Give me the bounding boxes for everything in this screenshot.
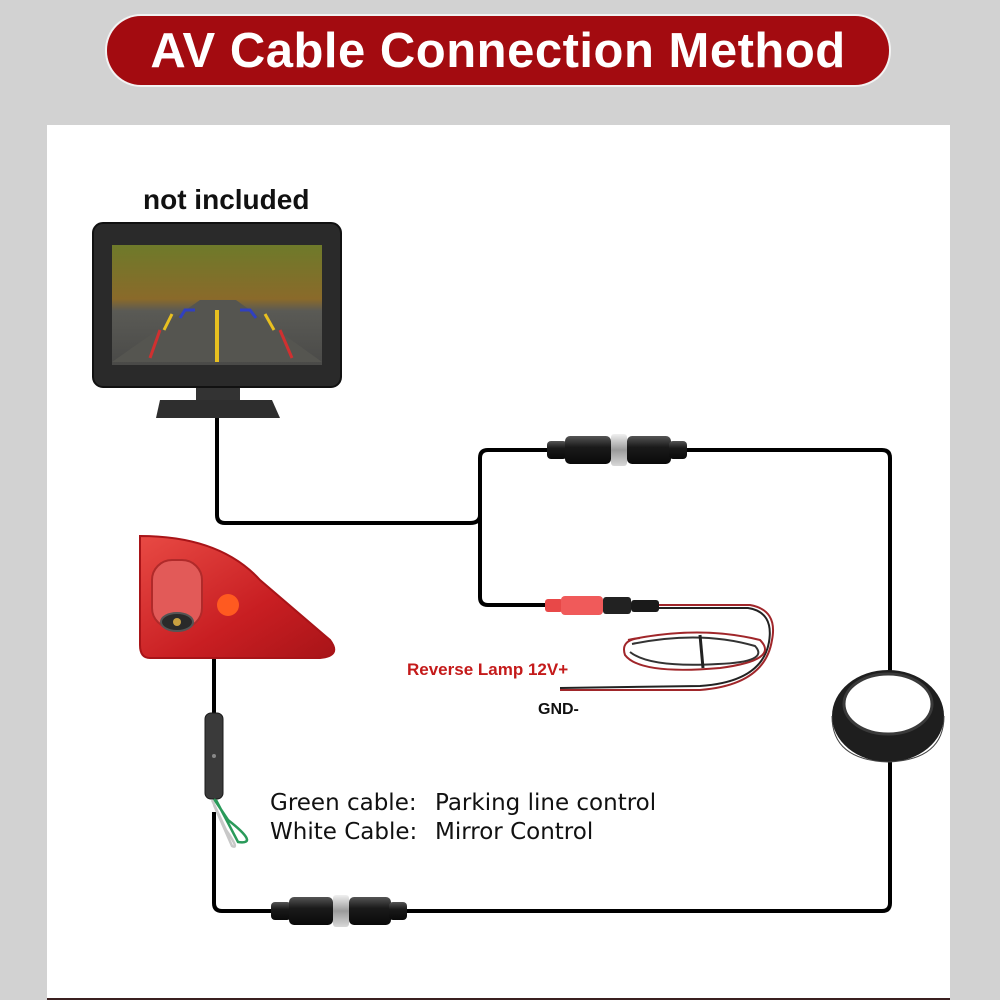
aviation-connector-top (547, 434, 687, 466)
green-cable-name: Green cable: (270, 790, 417, 816)
white-cable-function: Mirror Control (435, 819, 594, 845)
aviation-connector-bottom (271, 895, 407, 927)
wire-coil-to-bottom (212, 760, 892, 913)
wire-junction-top (478, 448, 892, 690)
dc-power-plug-icon (545, 596, 659, 615)
white-cable-name: White Cable: (270, 819, 418, 845)
page-title: AV Cable Connection Method (150, 23, 846, 78)
reverse-lamp-label: Reverse Lamp 12V+ (407, 660, 569, 679)
brake-light-camera-icon (139, 534, 336, 659)
monitor-label: not included (143, 184, 310, 215)
wire-junction-power (478, 523, 555, 607)
cable-coil-icon (831, 670, 945, 763)
monitor-icon (92, 222, 342, 418)
wire-monitor-to-junction (215, 418, 482, 525)
title-banner: AV Cable Connection Method (107, 16, 889, 85)
red-black-wire-icon (559, 604, 774, 691)
green-cable-function: Parking line control (435, 790, 657, 816)
ground-label: GND- (538, 701, 579, 718)
inline-control-box-icon (204, 712, 249, 848)
